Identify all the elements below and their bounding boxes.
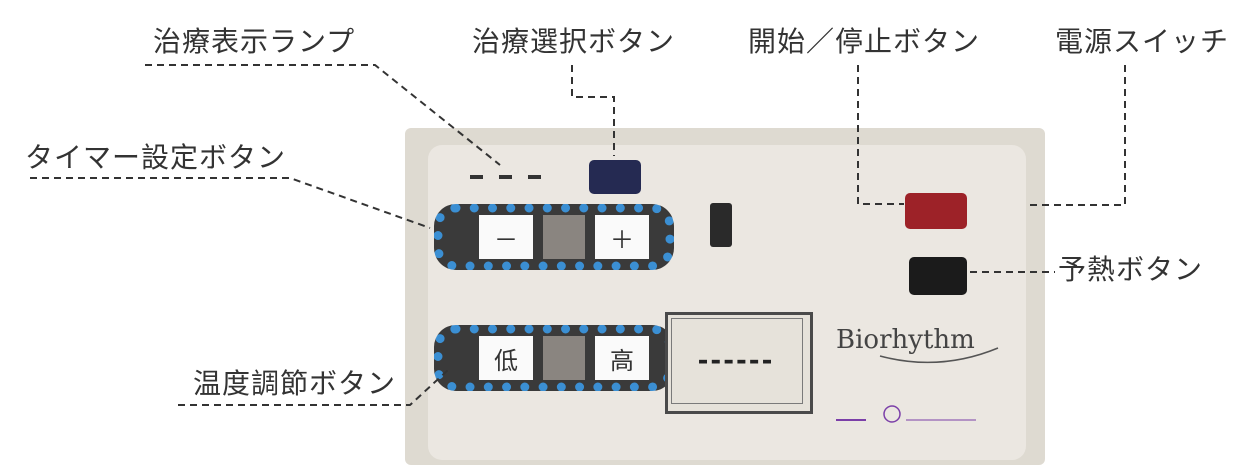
timer-minus-button[interactable]: － [479,215,533,259]
timer-readout [543,215,585,259]
leader-timer [30,177,431,229]
display-readout: ------ [697,346,775,376]
callout-treatment-lamp: 治療表示ランプ [153,25,356,58]
rocker-switch[interactable] [710,203,732,247]
treatment-lamp-3 [528,175,541,179]
temperature-readout [543,336,585,380]
treatment-lamp-1 [470,175,483,179]
start-stop-button[interactable] [905,193,967,229]
callout-treatment-select: 治療選択ボタン [472,25,676,58]
callout-timer: タイマー設定ボタン [25,141,287,174]
callout-power-switch: 電源スイッチ [1055,25,1230,58]
timer-button-group: － ＋ [434,204,674,270]
brand-logo: Biorhythm [836,325,975,355]
temperature-low-button[interactable]: 低 [479,336,533,380]
leader-treatment-select [571,65,615,156]
leader-power-switch [1026,65,1126,206]
treatment-lamp-2 [499,175,512,179]
callout-start-stop: 開始／停止ボタン [748,25,981,58]
treatment-select-button[interactable] [589,160,641,194]
leader-treatment-lamp [145,64,501,166]
display-inner-border [671,318,803,404]
display-screen [665,312,813,414]
callout-temperature: 温度調節ボタン [193,367,397,400]
leader-start-stop [857,65,904,205]
callout-preheat: 予熱ボタン [1058,253,1204,286]
temperature-high-button[interactable]: 高 [595,336,649,380]
maker-logo [836,402,986,434]
temperature-button-group: 低 高 [434,325,674,391]
preheat-button[interactable] [909,257,967,295]
leader-temperature [178,369,449,406]
timer-plus-button[interactable]: ＋ [595,215,649,259]
